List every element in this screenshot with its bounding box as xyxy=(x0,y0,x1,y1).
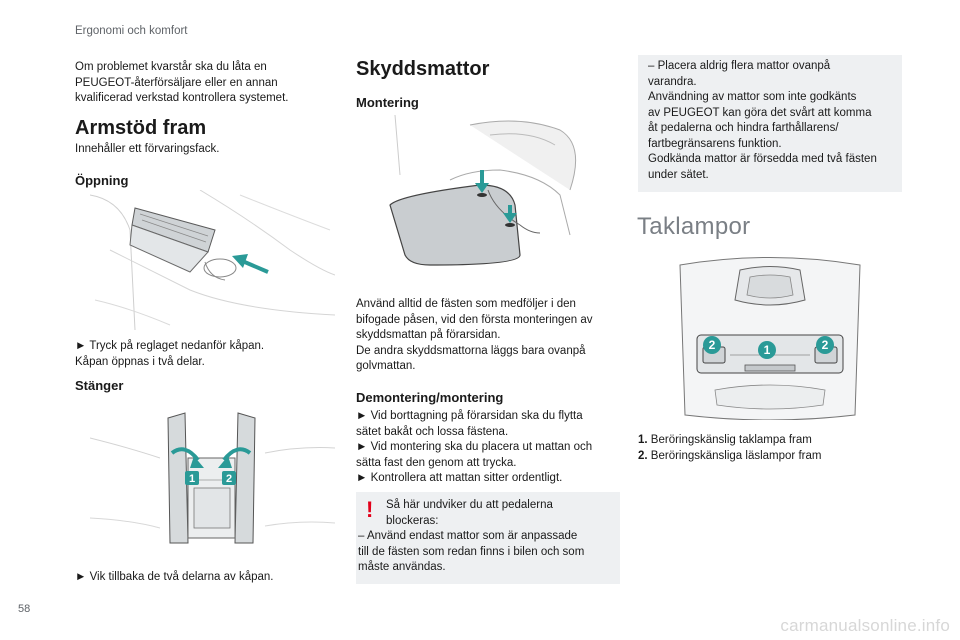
text-line: Använd alltid de fästen som medföljer i … xyxy=(356,298,576,310)
text-line: till de fästen som redan finns i bilen o… xyxy=(358,545,585,558)
text-line: kvalificerad verkstad kontrollera system… xyxy=(75,92,289,104)
list-item: 1. Beröringskänslig taklampa fram xyxy=(638,433,821,449)
list-number: 2. xyxy=(638,449,648,462)
armrest-opening-illustration xyxy=(90,190,335,330)
text-line: sätta fast den genom att trycka. xyxy=(356,456,517,469)
floor-mats-title: Skyddsmattor xyxy=(356,58,490,80)
text-line: åt pedalerna och hindra farthållarens/ xyxy=(648,122,839,134)
text-line: Godkända mattor är försedda med två fäst… xyxy=(648,153,877,165)
text-line: Om problemet kvarstår ska du låta en xyxy=(75,61,267,73)
text-line: blockeras: xyxy=(386,514,439,527)
text-line: Användning av mattor som inte godkänts xyxy=(648,91,857,103)
mounting-paragraph: Använd alltid de fästen som medföljer i … xyxy=(356,297,621,375)
text-line: under sätet. xyxy=(648,168,709,181)
closing-title: Stänger xyxy=(75,378,124,393)
opening-instructions: ► Tryck på reglaget nedanför kåpan. Kåpa… xyxy=(75,339,264,370)
text-line: ► Vid borttagning på förarsidan ska du f… xyxy=(356,410,583,422)
opening-title: Öppning xyxy=(75,173,129,188)
ceiling-lights-title: Taklampor xyxy=(637,213,751,240)
armrest-title: Armstöd fram xyxy=(75,117,207,139)
armrest-description: Innehåller ett förvaringsfack. xyxy=(75,143,220,155)
closing-instructions: ► Vik tillbaka de två delarna av kåpan. xyxy=(75,571,274,583)
text-line: ► Tryck på reglaget nedanför kåpan. xyxy=(75,340,265,352)
watermark: carmanualsonline.info xyxy=(780,616,950,635)
list-number: 1. xyxy=(638,434,648,446)
demounting-paragraph: ► Vid borttagning på förarsidan ska du f… xyxy=(356,409,621,487)
text-line: Kåpan öppnas i två delar. xyxy=(75,355,205,368)
text-line: De andra skyddsmattorna läggs bara ovanp… xyxy=(356,344,586,357)
warning-icon: ! xyxy=(366,497,374,522)
warning-box: ! Så här undviker du att pedalerna block… xyxy=(356,492,620,584)
running-header: Ergonomi och komfort xyxy=(75,25,188,37)
list-text: Beröringskänsliga läslampor fram xyxy=(650,449,822,462)
text-line: varandra. xyxy=(648,75,697,88)
demounting-title: Demontering/montering xyxy=(356,390,504,405)
text-line: ► Vid montering ska du placera ut mattan… xyxy=(356,441,593,453)
text-line: – Placera aldrig flera mattor ovanpå xyxy=(648,60,831,72)
intro-paragraph: Om problemet kvarstår ska du låta en PEU… xyxy=(75,60,335,107)
text-line: Så här undviker du att pedalerna xyxy=(386,499,553,511)
text-line: sätet bakåt och lossa fästena. xyxy=(356,425,509,438)
page-number: 58 xyxy=(18,603,31,615)
armrest-closing-illustration: 1 2 xyxy=(90,398,335,548)
text-line: – Använd endast mattor som är anpassade xyxy=(358,530,578,542)
list-item: 2. Beröringskänsliga läslampor fram xyxy=(638,449,821,465)
floor-mat-illustration xyxy=(370,115,615,285)
text-line: skyddsmattan på förarsidan. xyxy=(356,329,501,341)
note-text: – Placera aldrig flera mattor ovanpå var… xyxy=(648,59,877,183)
callout-2-right-label: 2 xyxy=(822,338,829,352)
callout-2-left-label: 2 xyxy=(709,338,716,352)
text-line: PEUGEOT-återförsäljare eller en annan xyxy=(75,76,278,89)
warning-heading: Så här undviker du att pedalerna blocker… xyxy=(386,498,553,529)
text-line: ► Kontrollera att mattan sitter ordentli… xyxy=(356,472,563,484)
callout-1-label: 1 xyxy=(189,473,195,485)
text-line: golvmattan. xyxy=(356,360,416,372)
note-box: – Placera aldrig flera mattor ovanpå var… xyxy=(638,55,902,192)
ceiling-lights-illustration: 2 1 2 xyxy=(675,255,865,420)
mounting-title: Montering xyxy=(356,95,419,110)
text-line: bifogade påsen, vid den första montering… xyxy=(356,313,593,326)
list-text: Beröringskänslig taklampa fram xyxy=(650,434,812,446)
text-line: måste användas. xyxy=(358,561,446,573)
callout-2-label: 2 xyxy=(226,473,232,485)
warning-body: – Använd endast mattor som är anpassade … xyxy=(358,529,584,576)
ceiling-lights-list: 1. Beröringskänslig taklampa fram 2. Ber… xyxy=(638,433,821,464)
text-line: av PEUGEOT kan göra det svårt att komma xyxy=(648,106,872,119)
text-line: fartbegränsarens funktion. xyxy=(648,137,782,150)
callout-1-label: 1 xyxy=(764,343,771,357)
